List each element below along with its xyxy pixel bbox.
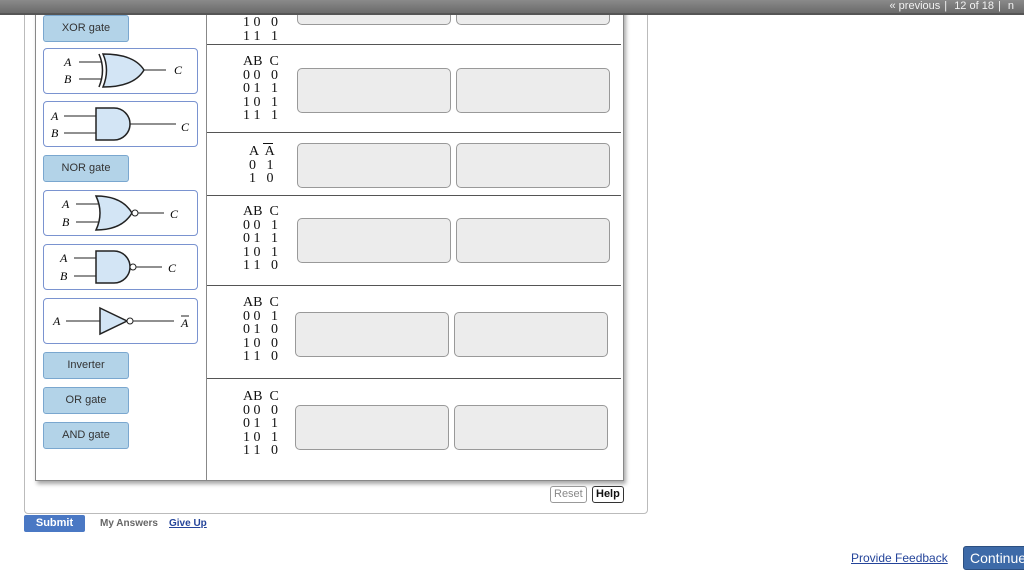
svg-text:C: C	[168, 261, 177, 275]
svg-text:B: B	[51, 126, 59, 140]
label-inverter[interactable]: Inverter	[43, 352, 129, 379]
svg-text:B: B	[60, 269, 68, 283]
label-and-gate[interactable]: AND gate	[43, 422, 129, 449]
column-divider	[206, 0, 207, 480]
give-up-link[interactable]: Give Up	[169, 518, 207, 529]
drop-target[interactable]	[297, 68, 451, 113]
svg-text:B: B	[62, 215, 70, 229]
svg-text:A: A	[50, 109, 59, 123]
truth-table-3: A A 0 1 1 0	[249, 144, 275, 186]
previous-link[interactable]: « previous	[889, 0, 941, 12]
label-xor-gate[interactable]: XOR gate	[43, 15, 129, 42]
drop-target[interactable]	[295, 312, 449, 357]
row-divider	[207, 132, 621, 133]
truth-table-5: AB C 0 0 1 0 1 0 1 0 0 1 1 0	[243, 295, 279, 364]
drop-target[interactable]	[297, 143, 451, 188]
continue-button[interactable]: Continue	[963, 546, 1024, 570]
svg-text:C: C	[170, 207, 179, 221]
help-button[interactable]: Help	[592, 486, 624, 503]
question-nav: « previous| 12 of 18| n	[889, 0, 1015, 12]
drop-target[interactable]	[456, 143, 610, 188]
provide-feedback-link[interactable]: Provide Feedback	[851, 551, 948, 565]
top-bar: « previous| 12 of 18| n	[0, 0, 1024, 15]
svg-text:A: A	[180, 316, 189, 330]
svg-text:A: A	[59, 251, 68, 265]
svg-text:A: A	[63, 55, 72, 69]
row-divider	[207, 285, 621, 286]
reset-button[interactable]: Reset	[550, 486, 587, 503]
truth-table-4: AB C 0 0 1 0 1 1 1 0 1 1 1 0	[243, 204, 279, 273]
truth-table-2: AB C 0 0 0 0 1 1 1 0 1 1 1 1	[243, 54, 279, 123]
and-gate-icon: AB C	[50, 107, 190, 141]
label-or-gate[interactable]: OR gate	[43, 387, 129, 414]
truth-table-1: 1 0 0 1 1 1	[243, 15, 278, 44]
svg-text:B: B	[64, 72, 72, 86]
row-divider	[207, 378, 621, 379]
row-divider	[207, 44, 621, 45]
label-nor-gate[interactable]: NOR gate	[43, 155, 129, 182]
truth-table-6: AB C 0 0 0 0 1 1 1 0 1 1 1 0	[243, 389, 279, 458]
drop-target[interactable]	[297, 218, 451, 263]
drop-target[interactable]	[454, 405, 608, 450]
svg-text:C: C	[174, 63, 183, 77]
drop-target[interactable]	[454, 312, 608, 357]
svg-text:A: A	[61, 197, 70, 211]
submit-button[interactable]: Submit	[24, 515, 85, 532]
drop-target[interactable]	[295, 405, 449, 450]
drop-target[interactable]	[456, 218, 610, 263]
svg-text:A: A	[52, 314, 61, 328]
next-link[interactable]: n	[1007, 0, 1014, 12]
nand-gate-icon: AB C	[59, 250, 177, 284]
svg-text:C: C	[181, 120, 190, 134]
drop-target[interactable]	[456, 68, 610, 113]
question-panel	[24, 0, 648, 514]
row-divider	[207, 195, 621, 196]
overbar	[263, 143, 273, 144]
my-answers-link[interactable]: My Answers	[100, 518, 158, 529]
or-gate-icon: AB C	[63, 53, 183, 88]
question-position: 12 of 18	[954, 0, 994, 12]
nor-gate-icon: AB C	[61, 195, 179, 231]
